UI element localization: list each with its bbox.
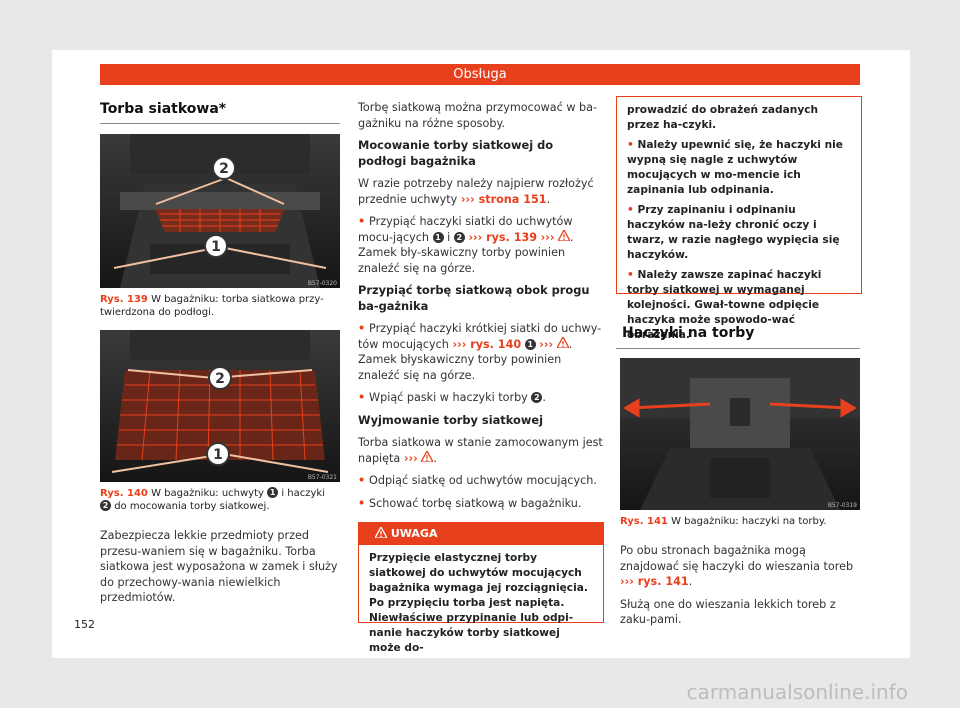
bullet-store: Schować torbę siatkową w bagażniku. [358,496,603,512]
warning-text: Przypięcie elastycznej torby siatkowej d… [369,552,588,654]
middle-column: Torbę siatkową można przymocować w ba-ga… [358,100,603,518]
bullet-short-net: Przypiąć haczyki krótkiej siatki do uchw… [358,321,603,383]
right-title: Haczyki na torby [622,325,755,341]
left-title-rule [100,123,340,124]
warning-icon [555,335,570,353]
page-number: 152 [74,618,95,631]
bullet-attach-hooks: Przypiąć haczyki siatki do uchwytów mocu… [358,214,603,276]
figure-code: B57-0320 [307,280,337,287]
marker-2: 2 [215,371,225,387]
figure-code: B57-0319 [827,502,857,509]
left-paragraph: Zabezpiecza lekkie przedmioty przed prze… [100,529,338,604]
marker-2: 2 [219,161,229,177]
caption-140: Rys. 140 W bagażniku: uchwyty 1 i haczyk… [100,487,325,512]
figure-139: 2 1 B57-0320 [100,134,340,288]
marker-1: 1 [213,447,223,463]
section-header: Obsługa [100,64,860,85]
link-rys-140[interactable]: ››› rys. 140 [452,337,522,351]
link-rys-141[interactable]: ››› rys. 141 [620,575,689,588]
bullet-unhook: Odpiąć siatkę od uchwytów mocujących. [358,473,603,489]
paragraph-tension: Torba siatkowa w stanie zamocowanym jest… [358,436,603,467]
warning-box: UWAGA Przypięcie elastycznej torby siatk… [358,522,604,654]
marker-1: 1 [211,239,221,255]
trunk-photo-140: 2 1 [100,330,340,482]
figure-code: B57-0321 [307,474,337,481]
paragraph-front-hooks: W razie potrzeby należy najpierw rozłoży… [358,177,594,206]
marker-2: 2 [100,500,111,511]
link-rys-139[interactable]: ››› rys. 139 [468,230,538,244]
caption-139: Rys. 139 W bagażniku: torba siatkowa prz… [100,294,324,318]
right-paragraphs: Po obu stronach bagażnika mogą znajdować… [620,544,854,626]
trunk-photo-139: 2 1 [100,134,340,288]
bullet-straps: Wpiąć paski w haczyki torby 2. [358,390,603,406]
warning-icon [420,449,435,467]
left-title: Torba siatkowa* [100,101,227,117]
warning-icon [373,523,389,545]
warning-icon [556,228,572,246]
caption-141: Rys. 141 W bagażniku: haczyki na torby. [620,516,827,527]
warning-header: UWAGA [359,523,603,545]
figure-140: 2 1 B57-0321 [100,330,340,482]
subheading-floor: Mocowanie torby siatkowej do podłogi bag… [358,138,554,168]
subheading-removal: Wyjmowanie torby siatkowej [358,412,543,427]
watermark: carmanualsonline.info [686,680,908,704]
warning-box-continued: prowadzić do obrażeń zadanych przez ha-c… [616,96,862,341]
marker-1: 1 [267,487,279,498]
subheading-threshold: Przypiąć torbę siatkową obok progu ba-ga… [358,283,590,313]
right-title-rule [616,348,860,349]
figure-141: B57-0319 [620,358,860,510]
link-strona-151[interactable]: ››› strona 151 [460,192,547,206]
trunk-photo-141 [620,358,860,510]
